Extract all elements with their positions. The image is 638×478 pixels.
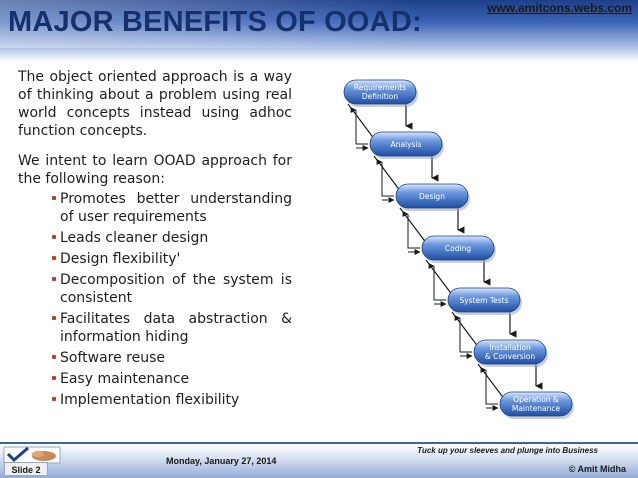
benefit-text: Easy maintenance [60, 371, 190, 387]
slide-number-badge: Slide 2 [4, 462, 48, 476]
bullet-dot-icon [52, 355, 56, 359]
feedback-loop-arrow [402, 211, 420, 249]
site-url-reflection: www.amitcons.webs.com [547, 13, 632, 20]
stage-label-line: Definition [362, 92, 399, 101]
feedback-loop-arrow [480, 367, 498, 405]
stage-label: Design [419, 192, 445, 201]
stage-pill [369, 131, 443, 157]
stage-label-line: Installation [489, 343, 531, 352]
stage-label-line: Requirements [354, 83, 406, 92]
benefit-text: Design flexibility' [60, 251, 181, 267]
stage-pill [447, 287, 521, 313]
bullet-dot-icon [52, 235, 56, 239]
benefits-list: Promotes better understanding of user re… [18, 190, 292, 409]
footer-date: Monday, January 27, 2014 [166, 456, 277, 466]
header-glow [0, 0, 420, 48]
benefit-item: Easy maintenance [52, 370, 292, 388]
benefit-item: Promotes better understanding of user re… [52, 190, 292, 226]
benefit-item: Design flexibility' [52, 250, 292, 268]
feedback-loop-arrow [376, 159, 394, 197]
site-url-link[interactable]: www.amitcons.webs.com [487, 1, 632, 15]
feedback-loop-arrow [350, 107, 368, 145]
reason-intro: We intent to learn OOAD approach for the… [18, 153, 292, 187]
bullet-dot-icon [52, 256, 56, 260]
benefit-item: Decomposition of the system is consisten… [52, 271, 292, 307]
header-band [0, 0, 638, 62]
footer-copyright: © Amit Midha [568, 464, 626, 474]
stage-label: Coding [445, 244, 471, 253]
intro-paragraph: The object oriented approach is a way of… [18, 69, 292, 139]
footer-band [0, 442, 638, 478]
benefit-text: Decomposition of the system is consisten… [60, 272, 292, 306]
benefit-text: Software reuse [60, 350, 166, 366]
benefit-item: Software reuse [52, 349, 292, 367]
benefit-item: Facilitates data abstraction & informati… [52, 310, 292, 346]
benefit-text: Promotes better understanding of user re… [60, 191, 292, 225]
benefit-text: Leads cleaner design [60, 230, 209, 246]
stage-label: Installation& Conversion [485, 343, 536, 361]
benefit-text: Implementation flexibility [60, 392, 240, 408]
stage-label-line: Operation & [513, 395, 559, 404]
stage-label-line: & Conversion [485, 352, 536, 361]
bullet-dot-icon [52, 316, 56, 320]
checkmark-logo-icon [3, 446, 61, 464]
stage-pill [395, 183, 469, 209]
stage-pill [499, 391, 573, 417]
stage-label-line: Maintenance [512, 404, 561, 413]
footer-tagline: Tuck up your sleeves and plunge into Bus… [417, 446, 598, 455]
feedback-loop-arrow [428, 263, 446, 301]
stage-label: System Tests [459, 296, 508, 305]
bullet-dot-icon [52, 277, 56, 281]
stage-pill [421, 235, 495, 261]
benefit-text: Facilitates data abstraction & informati… [60, 311, 292, 345]
stage-pill [343, 79, 417, 105]
stage-pill [473, 339, 547, 365]
bullet-dot-icon [52, 397, 56, 401]
benefit-item: Leads cleaner design [52, 229, 292, 247]
stage-label: Operation &Maintenance [512, 395, 561, 413]
bullet-dot-icon [52, 376, 56, 380]
benefit-item: Implementation flexibility [52, 391, 292, 409]
bullet-dot-icon [52, 196, 56, 200]
feedback-loop-arrow [454, 315, 472, 353]
stage-label: Analysis [391, 140, 422, 149]
content-text: The object oriented approach is a way of… [18, 68, 292, 412]
slide-title: MAJOR BENEFITS OF OOAD: [8, 6, 422, 38]
